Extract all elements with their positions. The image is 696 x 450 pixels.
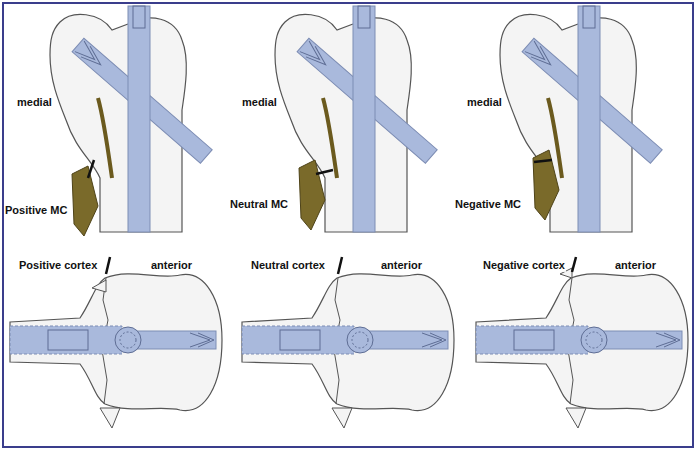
- label-text: medial: [241, 96, 278, 109]
- label-text: Neutral MC: [229, 198, 289, 211]
- label-text: Positive cortex: [18, 259, 98, 272]
- label-text: medial: [16, 96, 53, 109]
- label-text: Positive MC: [4, 204, 68, 217]
- label-text: anterior: [614, 259, 657, 272]
- label-text: Negative cortex: [482, 259, 566, 272]
- label-text: medial: [466, 96, 503, 109]
- label-text: Negative MC: [454, 198, 522, 211]
- label-text: anterior: [380, 259, 423, 272]
- label-text: anterior: [150, 259, 193, 272]
- label-text: Neutral cortex: [250, 259, 326, 272]
